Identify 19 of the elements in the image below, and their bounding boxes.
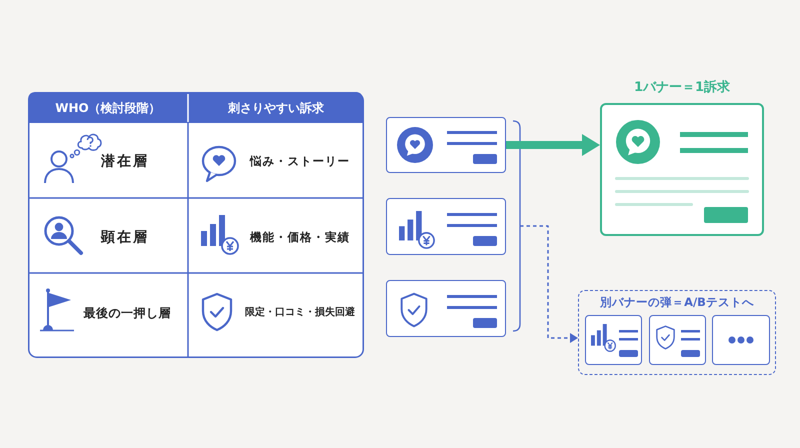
banner-heading: 1バナー＝1訴求	[634, 80, 730, 96]
column-header: 刺さりやすい訴求	[228, 100, 324, 116]
appeal-label: 限定・口コミ・損失回避	[245, 307, 355, 319]
banner-card	[386, 280, 506, 337]
appeal-label: 機能・価格・実績	[250, 231, 350, 245]
appeal-label: 悩み・ストーリー	[250, 155, 350, 169]
segment-label: 最後の一押し層	[83, 306, 171, 320]
group-heading: 別バナーの弾＝A/Bテストへ	[600, 296, 754, 310]
banner-card	[386, 198, 506, 255]
banner-card	[649, 315, 706, 366]
dashed-group-frame	[578, 290, 776, 375]
banner-card	[386, 117, 506, 173]
segment-label: 顕在層	[101, 230, 149, 246]
column-header: WHO（検討段階）	[55, 100, 161, 116]
arrow	[520, 225, 578, 343]
arrow	[506, 134, 600, 156]
more-banners-card	[712, 315, 770, 366]
segment-label: 潜在層	[101, 154, 149, 170]
banner-card	[585, 315, 642, 366]
